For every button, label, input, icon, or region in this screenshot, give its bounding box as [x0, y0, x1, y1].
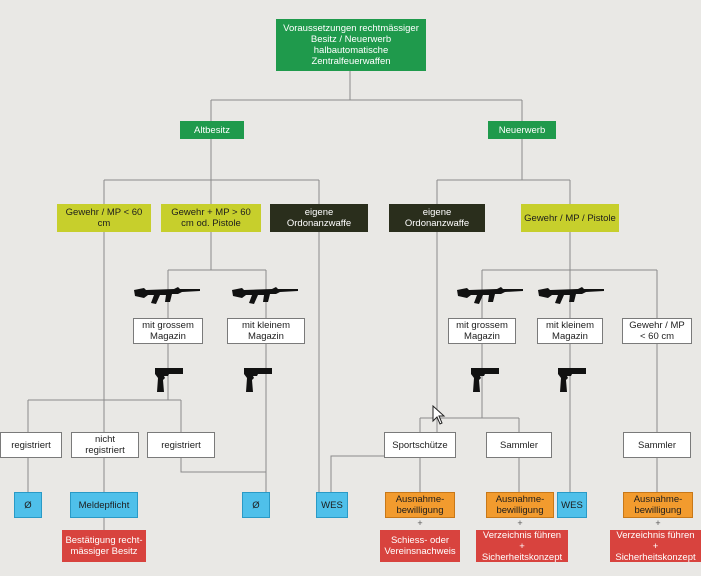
neuerwerb-mag-gross-node: mit grossem Magazin: [448, 318, 516, 344]
pistol-icon: [155, 368, 183, 392]
assault-rifle-icon: [232, 287, 298, 304]
ausnahme-node-3: Ausnahme-bewilligung: [623, 492, 693, 518]
altbesitz-ordonanz-node: eigene Ordonanzwaffe: [270, 204, 368, 232]
ausnahme-node-2: Ausnahme-bewilligung: [486, 492, 554, 518]
wes-node-1: WES: [316, 492, 348, 518]
result-none-2: Ø: [242, 492, 270, 518]
pistol-icon: [558, 368, 586, 392]
neuerwerb-ordonanz-node: eigene Ordonanzwaffe: [389, 204, 485, 232]
neuerwerb-gewehr-mp-pistole-node: Gewehr / MP / Pistole: [521, 204, 619, 232]
pistol-icon: [471, 368, 499, 392]
pistol-icon: [244, 368, 272, 392]
bestaetigung-node: Bestätigung recht-mässiger Besitz: [62, 530, 146, 562]
neuerwerb-mag-klein-node: mit kleinem Magazin: [537, 318, 603, 344]
neuerwerb-node: Neuerwerb: [488, 121, 556, 139]
altbesitz-mag-klein-node: mit kleinem Magazin: [227, 318, 305, 344]
ausnahme-node-1: Ausnahme-bewilligung: [385, 492, 455, 518]
wes-node-2: WES: [557, 492, 587, 518]
schiess-node: Schiess- oder Vereinsnachweis: [380, 530, 460, 562]
sammler-node-2: Sammler: [623, 432, 691, 458]
sportschuetze-node: Sportschütze: [384, 432, 456, 458]
meldepflicht-node: Meldepflicht: [70, 492, 138, 518]
plus-sign: +: [655, 518, 661, 528]
altbesitz-mag-gross-node: mit grossem Magazin: [133, 318, 203, 344]
plus-sign: +: [417, 518, 423, 528]
assault-rifle-icon: [538, 287, 604, 304]
root-node: Voraussetzungen rechtmässiger Besitz / N…: [276, 19, 426, 71]
verzeichnis-node-1: Verzeichnis führen + Sicherheitskonzept: [476, 530, 568, 563]
assault-rifle-icon: [134, 287, 200, 304]
altbesitz-gewehr-mp-node: Gewehr / MP < 60 cm: [57, 204, 151, 232]
registriert-node-2: registriert: [147, 432, 215, 458]
verzeichnis-node-2: Verzeichnis führen + Sicherheitskonzept: [610, 530, 701, 563]
result-none-1: Ø: [14, 492, 42, 518]
sammler-node-1: Sammler: [486, 432, 552, 458]
neuerwerb-gewehr-mp-node: Gewehr / MP < 60 cm: [622, 318, 692, 344]
mouse-pointer-icon: [432, 405, 446, 425]
altbesitz-node: Altbesitz: [180, 121, 244, 139]
assault-rifle-icon: [457, 287, 523, 304]
altbesitz-gewehr-mp-pistole-node: Gewehr + MP > 60 cm od. Pistole: [161, 204, 261, 232]
nicht-registriert-node: nicht registriert: [71, 432, 139, 458]
registriert-node-1: registriert: [0, 432, 62, 458]
plus-sign: +: [517, 518, 523, 528]
